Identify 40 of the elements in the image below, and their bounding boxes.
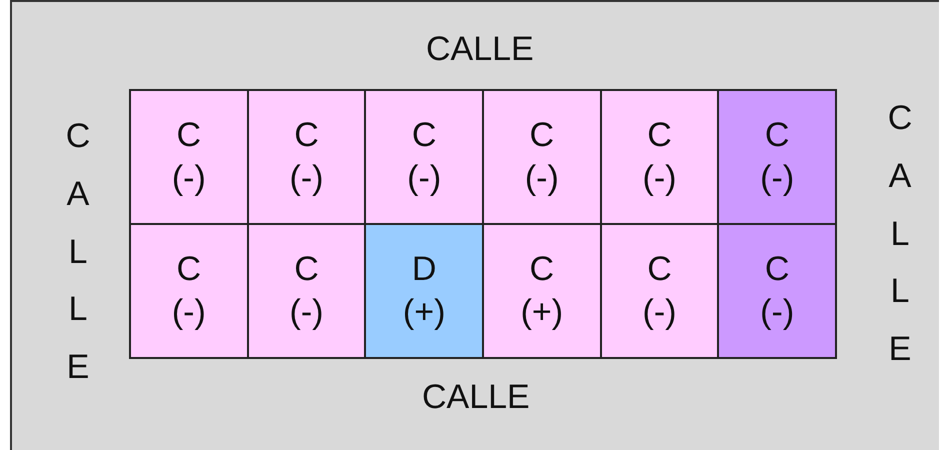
block-sign: (-) [172,294,206,332]
block-letter: C [530,250,554,288]
block-letter: D [412,250,436,288]
block-cell [600,224,718,358]
block-cell [482,224,601,358]
block-cell [365,90,483,224]
block-sign: (+) [520,294,564,332]
block-sign: (-) [760,294,794,332]
block-letter: C [294,250,319,288]
block-letter: C [412,116,436,154]
block-sign: (-) [407,160,442,198]
block-letter: C [764,250,790,288]
block-sign: (-) [642,160,676,198]
block-letter: C [647,116,672,154]
block-cell [482,90,601,224]
block-cell [130,90,248,224]
block-sign: (-) [760,160,794,198]
block-sign: (-) [642,294,676,332]
block-letter: C [647,250,672,288]
block-letter: C [176,116,202,154]
block-cell [248,224,366,358]
block-sign: (-) [172,160,206,198]
block-sign: (+) [402,294,446,332]
block-letter: C [530,116,554,154]
block-sign: (-) [290,294,324,332]
block-cell [600,90,718,224]
block-letter: C [176,250,202,288]
block-cell [718,90,836,224]
block-sign: (-) [524,160,559,198]
block-letter: C [294,116,319,154]
street-label: CALLE [886,98,914,370]
block-cell [130,224,248,358]
street-label: CALLE [64,116,92,388]
block-cell [248,90,366,224]
block-cell [718,224,836,358]
street-label: CALLE [426,30,534,69]
street-label: CALLE [422,378,530,417]
block-cell [365,224,483,358]
block-letter: C [764,116,790,154]
block-sign: (-) [290,160,324,198]
